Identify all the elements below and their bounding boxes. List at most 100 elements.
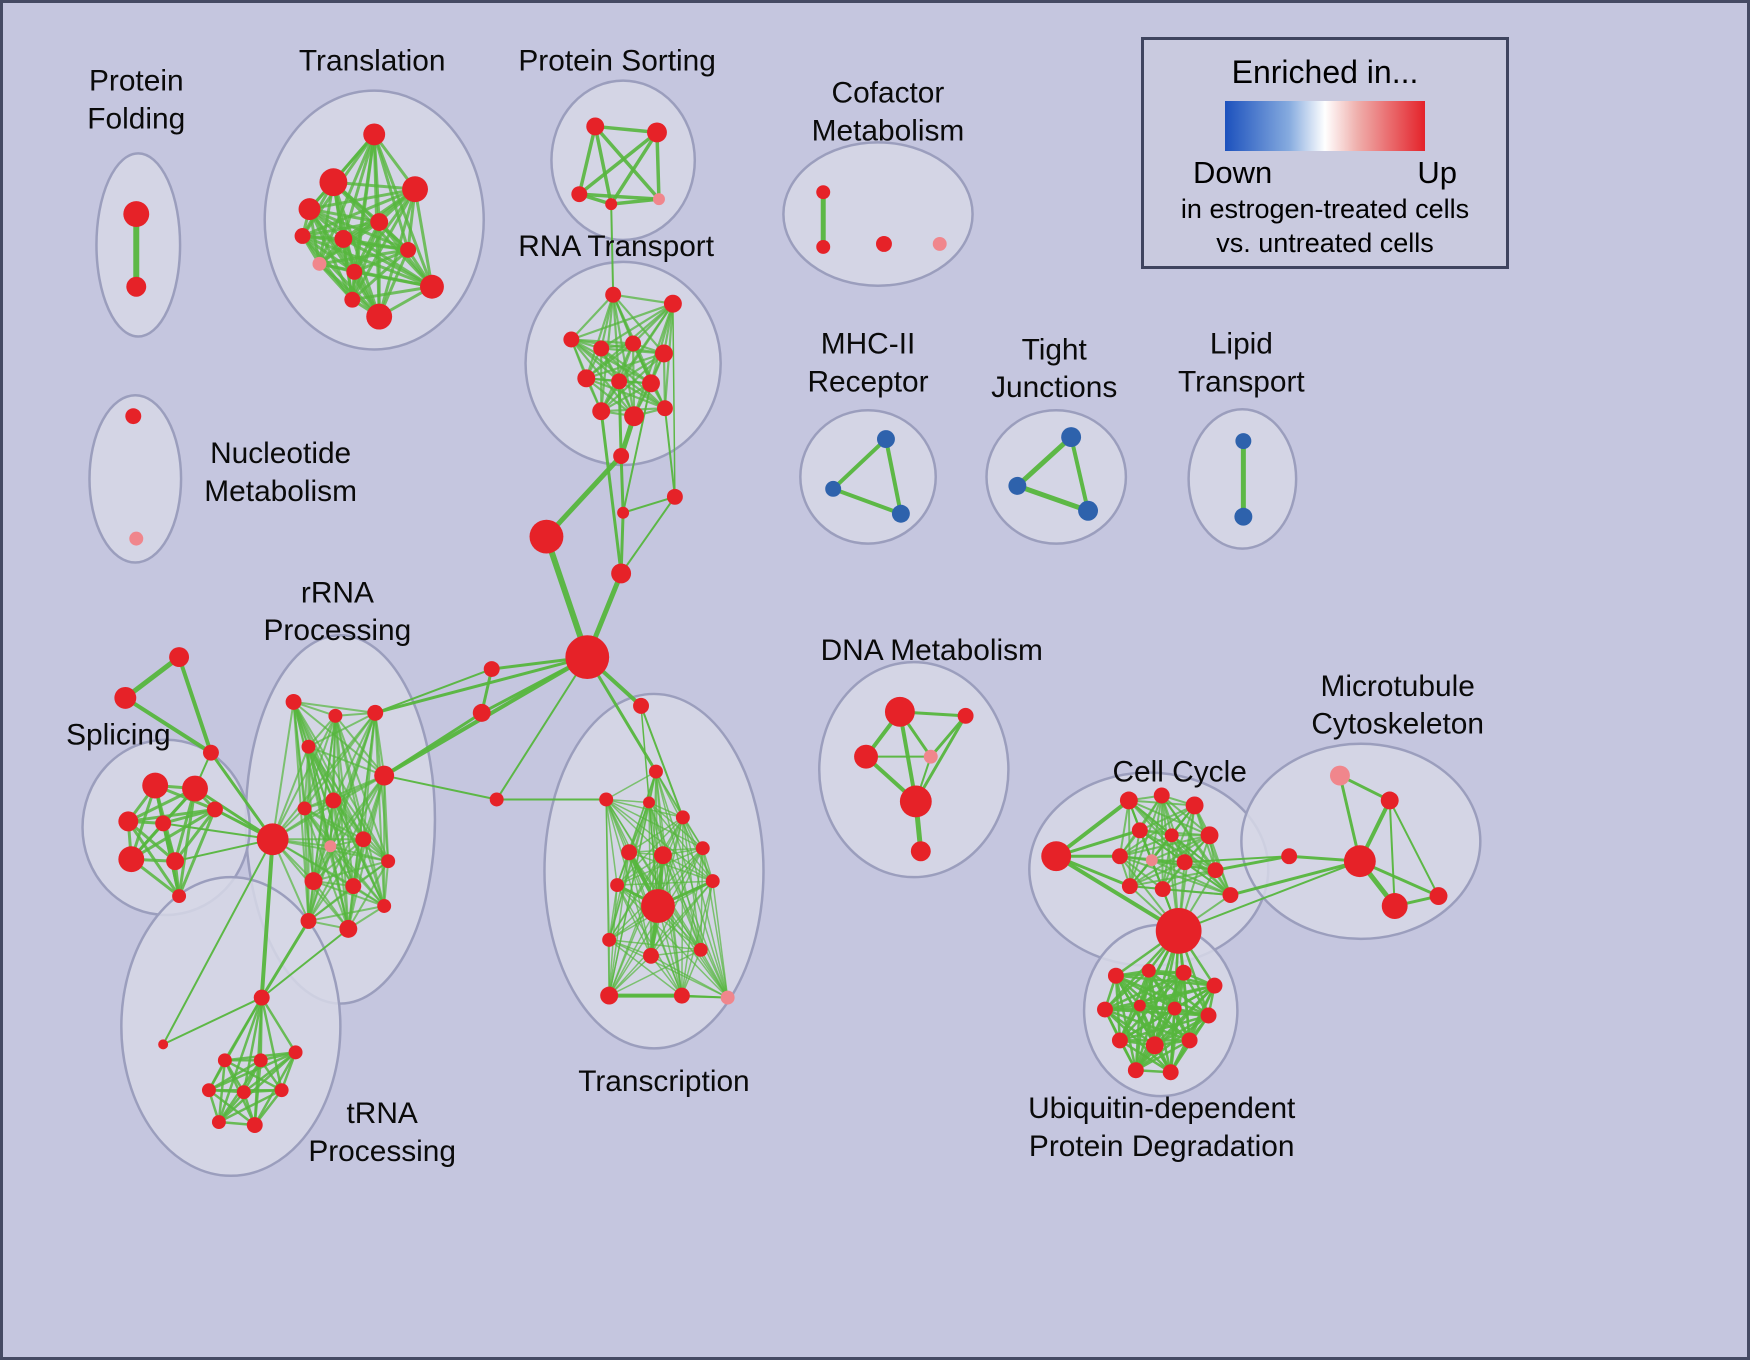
node-tj1: [1061, 427, 1082, 448]
legend-subtitle-2: vs. untreated cells: [1216, 228, 1434, 258]
edge-spt3-rrh: [209, 751, 275, 841]
node-cc3: [1153, 787, 1170, 804]
node-tx5: [675, 810, 690, 825]
node-cc5: [1131, 822, 1148, 839]
node-ps1: [586, 117, 605, 136]
edge-cc5-cc11: [1138, 829, 1217, 872]
edge-txh-tx14: [608, 905, 659, 997]
node-s3: [118, 811, 139, 832]
node-ub6: [1133, 999, 1146, 1012]
node-ub1: [1107, 967, 1124, 984]
edge-rt6-rt12: [662, 352, 667, 410]
node-t13: [344, 291, 361, 308]
edge-rr1-rrh: [271, 700, 295, 841]
node-t7: [312, 256, 327, 271]
node-spt3: [202, 744, 219, 761]
node-mc5: [483, 661, 500, 678]
node-s4: [155, 815, 172, 832]
edge-mc8-hub1: [495, 656, 589, 801]
edge-rr1-rr3: [292, 700, 377, 714]
node-dm4: [923, 749, 938, 764]
node-tn4: [288, 1045, 303, 1060]
edge-cc11-mt3: [1213, 854, 1291, 872]
edge-rr10-rr12: [312, 860, 390, 883]
edge-tn1-tn7: [260, 996, 283, 1092]
node-rr14: [339, 919, 358, 938]
node-cc13: [1154, 881, 1171, 898]
edge-cc3-cc12: [1128, 794, 1163, 888]
edge-tn10-rrh: [162, 838, 274, 1046]
node-tj3: [1078, 500, 1099, 521]
node-rt10: [592, 402, 611, 421]
edge-rt12-mc3: [663, 407, 676, 498]
node-rt5: [625, 335, 642, 352]
edge-tx4-tx11: [608, 801, 650, 941]
edge-mc5-rr3: [374, 668, 493, 714]
edge-spt1-spt2: [122, 654, 182, 701]
edge-ps1-ps5: [593, 124, 661, 201]
edge-rr13-tn1: [260, 919, 311, 1000]
node-mt1: [1329, 765, 1350, 786]
edge-rr14-tn1: [260, 927, 350, 999]
edge-tx3-tx4: [605, 798, 650, 804]
node-tn6: [236, 1085, 251, 1100]
edge-tx13-tx14: [608, 949, 702, 997]
node-tx16: [720, 990, 735, 1005]
node-rt12: [656, 400, 673, 417]
edge-tn4-tn8: [217, 1051, 297, 1124]
node-rr11: [345, 878, 362, 895]
node-hub1: [565, 635, 610, 680]
node-tx8: [695, 841, 710, 856]
edge-tx8-tx16: [702, 847, 729, 999]
edge-rt2-mc3: [672, 302, 676, 498]
node-tx7: [653, 846, 672, 865]
node-cc8: [1111, 848, 1128, 865]
edge-dm2-dm5: [914, 714, 968, 803]
edge-ps4-ps5: [609, 197, 661, 206]
edge-cc6-cc14: [1170, 834, 1232, 897]
edge-spt1-spt3: [177, 655, 213, 755]
node-tx14: [600, 986, 619, 1005]
edge-tx8-tx15: [681, 847, 704, 997]
node-rt7: [577, 369, 596, 388]
edge-rr7-rr10: [303, 807, 315, 883]
edge-tx11-tx16: [608, 939, 729, 999]
cluster-label-splicing: Splicing: [66, 719, 171, 752]
node-dm5: [899, 785, 932, 818]
cluster-tight-junctions: [985, 408, 1128, 545]
node-rr3: [367, 704, 384, 721]
edge-t8-t13: [350, 285, 434, 302]
edge-cc7-cc9: [1150, 834, 1211, 862]
edge-tx10-tx13: [700, 880, 714, 951]
cluster-label-transcription: Transcription: [578, 1065, 749, 1098]
edge-t1-t7: [317, 132, 376, 266]
edge-s6-s7: [173, 807, 217, 863]
edge-mc2-mc4: [619, 511, 625, 575]
node-t3: [298, 198, 321, 221]
node-tn1: [253, 989, 270, 1006]
node-cc11: [1207, 862, 1224, 879]
node-ub11: [1181, 1032, 1198, 1049]
edge-t9-t12: [301, 234, 381, 319]
node-cch: [1155, 907, 1202, 954]
node-ub9: [1111, 1032, 1128, 1049]
edge-rt5-rt7: [585, 342, 635, 380]
edge-tn7-tn8: [217, 1088, 283, 1124]
edge-rt1-rt3: [570, 293, 615, 341]
node-spt1: [169, 647, 190, 668]
edge-tx5-tx15: [681, 816, 684, 997]
edge-rr9-rr13: [307, 838, 365, 922]
node-ub3: [1175, 964, 1192, 981]
node-rr9: [355, 831, 372, 848]
node-t11: [400, 241, 417, 258]
edge-ps2-ps3: [577, 130, 659, 196]
node-tx11: [602, 932, 617, 947]
edge-ps1-ps4: [593, 124, 613, 206]
edge-tx12-tx14: [608, 955, 652, 997]
